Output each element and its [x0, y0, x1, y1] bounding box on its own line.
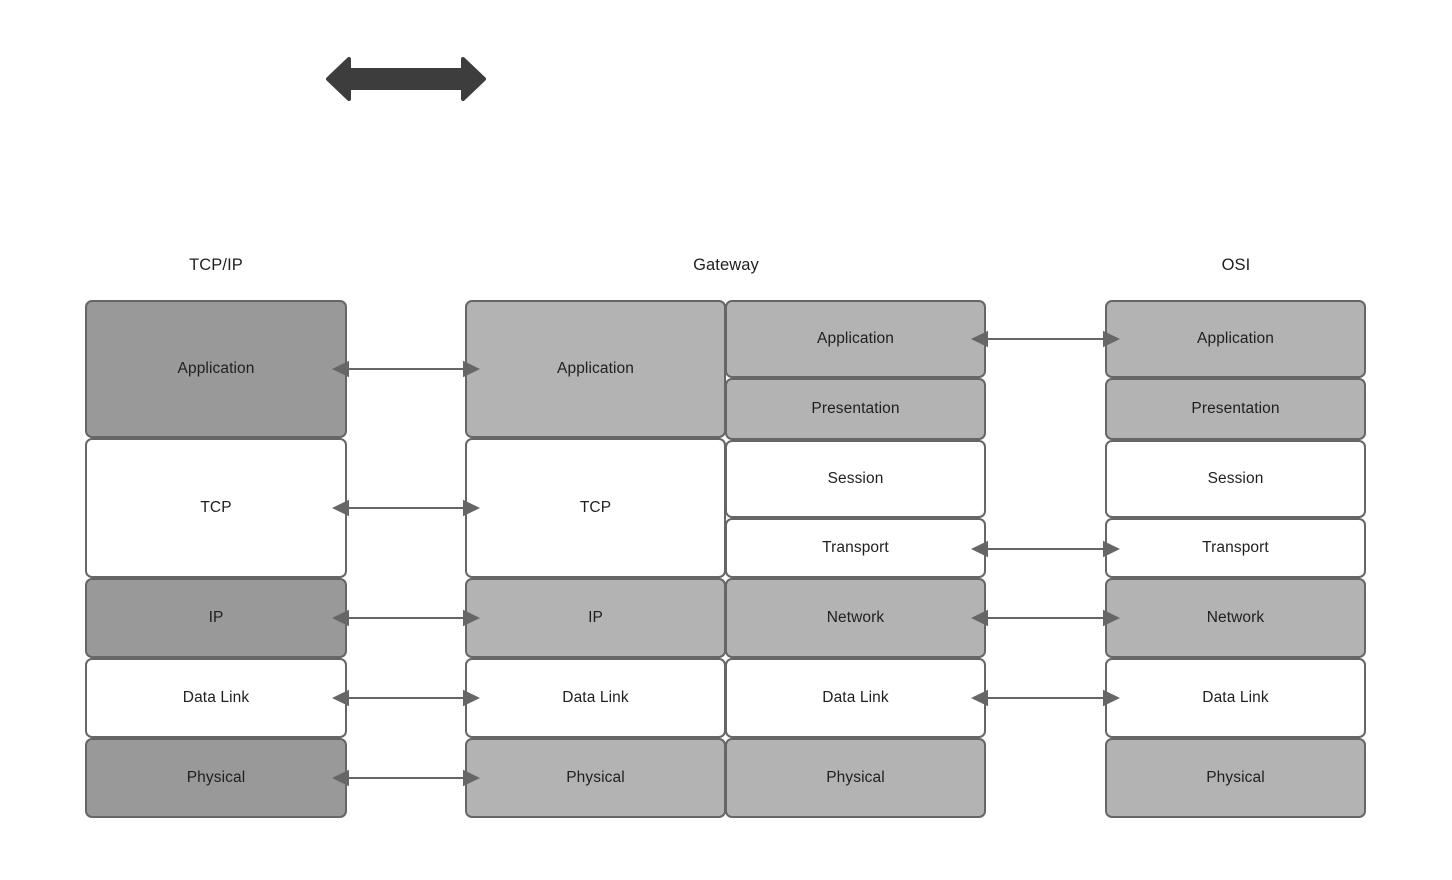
stack-osi: Application Presentation Session Transpo… [1105, 0, 1366, 880]
column-header-gateway: Gateway [693, 256, 759, 274]
bidirectional-flow-arrow-icon [326, 57, 486, 101]
layer-osi-physical[interactable]: Physical [1105, 738, 1366, 818]
layer-tcpip-datalink[interactable]: Data Link [85, 658, 347, 738]
stack-tcpip: Application TCP IP Data Link Physical [85, 0, 347, 880]
layer-gateway-ip[interactable]: IP [465, 578, 726, 658]
layer-gateway-osi-physical[interactable]: Physical [725, 738, 986, 818]
layer-gateway-osi-session[interactable]: Session [725, 440, 986, 518]
layer-gateway-osi-application[interactable]: Application [725, 300, 986, 378]
column-header-osi: OSI [1221, 256, 1251, 274]
stack-gateway-left: Application TCP IP Data Link Physical [465, 0, 726, 880]
layer-gateway-osi-datalink[interactable]: Data Link [725, 658, 986, 738]
layer-gateway-osi-transport[interactable]: Transport [725, 518, 986, 578]
layer-gateway-osi-presentation[interactable]: Presentation [725, 378, 986, 440]
stack-gateway-right: Application Presentation Session Transpo… [725, 0, 986, 880]
layer-osi-application[interactable]: Application [1105, 300, 1366, 378]
layer-gateway-physical[interactable]: Physical [465, 738, 726, 818]
layer-osi-presentation[interactable]: Presentation [1105, 378, 1366, 440]
layer-osi-datalink[interactable]: Data Link [1105, 658, 1366, 738]
layer-gateway-application[interactable]: Application [465, 300, 726, 438]
layer-tcpip-physical[interactable]: Physical [85, 738, 347, 818]
layer-osi-transport[interactable]: Transport [1105, 518, 1366, 578]
layer-tcpip-tcp[interactable]: TCP [85, 438, 347, 578]
column-header-tcpip: TCP/IP [189, 256, 243, 274]
layer-tcpip-application[interactable]: Application [85, 300, 347, 438]
layer-gateway-datalink[interactable]: Data Link [465, 658, 726, 738]
layer-osi-session[interactable]: Session [1105, 440, 1366, 518]
layer-osi-network[interactable]: Network [1105, 578, 1366, 658]
layer-gateway-osi-network[interactable]: Network [725, 578, 986, 658]
